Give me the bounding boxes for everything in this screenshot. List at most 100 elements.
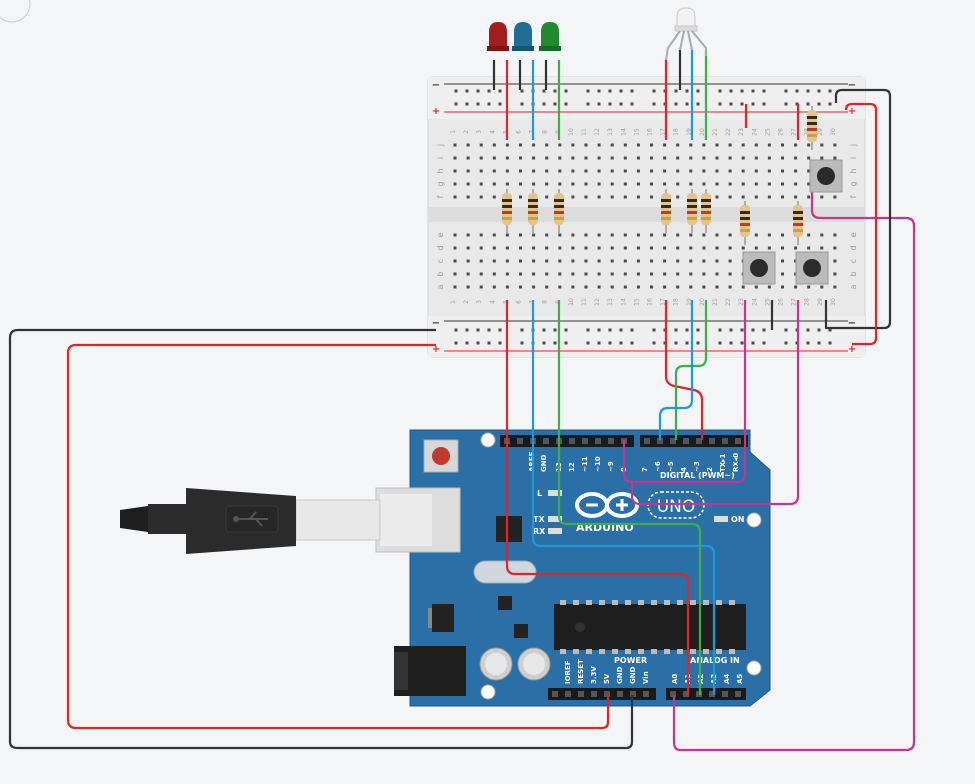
row-label: i (849, 157, 858, 159)
column-label: 26 (778, 128, 785, 136)
wire-rgb-red (664, 300, 704, 440)
pushbutton-2[interactable] (795, 251, 829, 285)
column-label: 8 (542, 130, 549, 134)
small-ic (498, 596, 512, 610)
wire-rgb-blue (658, 300, 694, 440)
atmega-microcontroller (554, 600, 746, 654)
column-label: 10 (568, 298, 575, 306)
column-label: 26 (778, 298, 785, 306)
column-label: 18 (673, 128, 680, 136)
pin-label: A4 (723, 674, 731, 684)
row-label: f (849, 195, 858, 198)
tx-led (548, 516, 562, 522)
arduino-uno-board: ON L TX RX ARDUINO UNO DIGITAL (PWM~) AR… (375, 429, 771, 707)
column-label: 27 (791, 298, 798, 306)
column-label: 6 (516, 300, 523, 304)
resistor[interactable] (661, 189, 671, 233)
rail-sign: − (432, 318, 440, 329)
column-label: 12 (594, 298, 601, 306)
rgb-led[interactable] (665, 7, 707, 61)
fit-view-icon[interactable] (0, 0, 31, 23)
wire-button-1 (622, 300, 747, 484)
row-label: c (436, 259, 445, 263)
rx-label: RX (533, 527, 546, 536)
pin-label: ~3 (693, 461, 701, 472)
tx-label: TX (533, 515, 545, 524)
row-label: h (849, 168, 858, 173)
column-label: 29 (817, 298, 824, 306)
column-label: 12 (594, 128, 601, 136)
rail-bottom (428, 316, 865, 357)
column-label: 22 (725, 128, 732, 136)
rail-sign: − (848, 318, 856, 329)
rail-sign: + (848, 106, 856, 117)
resistor[interactable] (793, 201, 803, 245)
resistor[interactable] (554, 189, 564, 233)
led-green[interactable] (539, 22, 561, 51)
resistor[interactable] (528, 189, 538, 233)
rail-sign: − (848, 80, 856, 91)
voltage-regulator (428, 604, 454, 632)
reset-button[interactable] (423, 439, 459, 473)
column-label: 8 (542, 300, 549, 304)
wire-button-2 (630, 300, 800, 506)
resistor[interactable] (502, 189, 512, 233)
column-label: 20 (699, 298, 706, 306)
resistors (502, 106, 817, 245)
row-label: d (436, 245, 445, 250)
rx-led (548, 528, 562, 534)
column-label: 24 (751, 298, 758, 306)
row-label: d (849, 245, 858, 250)
column-label: 16 (647, 298, 654, 306)
row-label: j (436, 144, 445, 147)
column-label: 27 (791, 128, 798, 136)
usb-port (375, 487, 461, 553)
analog-header (666, 688, 746, 700)
wire-rail-red-right (844, 102, 878, 346)
model-label: UNO (657, 497, 696, 517)
column-label: 21 (712, 128, 719, 136)
capacitor (517, 647, 551, 681)
pin-label: RESET (577, 659, 585, 684)
column-label: 11 (581, 128, 588, 136)
led-red[interactable] (487, 22, 509, 51)
column-label: 1 (450, 130, 457, 134)
row-label: f (436, 195, 445, 198)
row-label: i (436, 157, 445, 159)
pushbutton-3[interactable] (809, 159, 843, 193)
dc-power-jack (394, 646, 466, 696)
pin-label: Vin (642, 671, 650, 684)
column-label: 2 (463, 130, 470, 134)
pin-label: ~10 (594, 456, 602, 472)
on-label: ON (731, 515, 745, 524)
row-label: g (849, 181, 858, 186)
column-label: 17 (660, 128, 667, 136)
column-label: 22 (725, 298, 732, 306)
on-led (714, 516, 728, 522)
pin-label: TX▸1 (719, 453, 727, 472)
column-label: 4 (489, 300, 496, 304)
column-label: 19 (686, 128, 693, 136)
row-label: b (849, 271, 858, 276)
resistor[interactable] (687, 189, 697, 233)
pin-label: ~5 (667, 461, 675, 472)
resistor[interactable] (807, 106, 817, 150)
power-label: POWER (614, 656, 647, 665)
resistor[interactable] (701, 189, 711, 233)
wire-button-3 (672, 190, 916, 752)
column-label: 15 (633, 128, 640, 136)
wire-green-led (557, 300, 702, 695)
column-label: 30 (830, 128, 837, 136)
column-label: 25 (764, 298, 771, 306)
pin-label: 3.3V (590, 666, 598, 684)
wire-blue-led (531, 300, 716, 695)
row-label: b (436, 271, 445, 276)
resistor[interactable] (740, 201, 750, 245)
rail-sign: + (432, 344, 440, 355)
pin-label: IOREF (564, 660, 572, 684)
led-blue[interactable] (512, 22, 534, 51)
column-label: 11 (581, 298, 588, 306)
pushbutton-1[interactable] (742, 251, 776, 285)
column-label: 21 (712, 298, 719, 306)
